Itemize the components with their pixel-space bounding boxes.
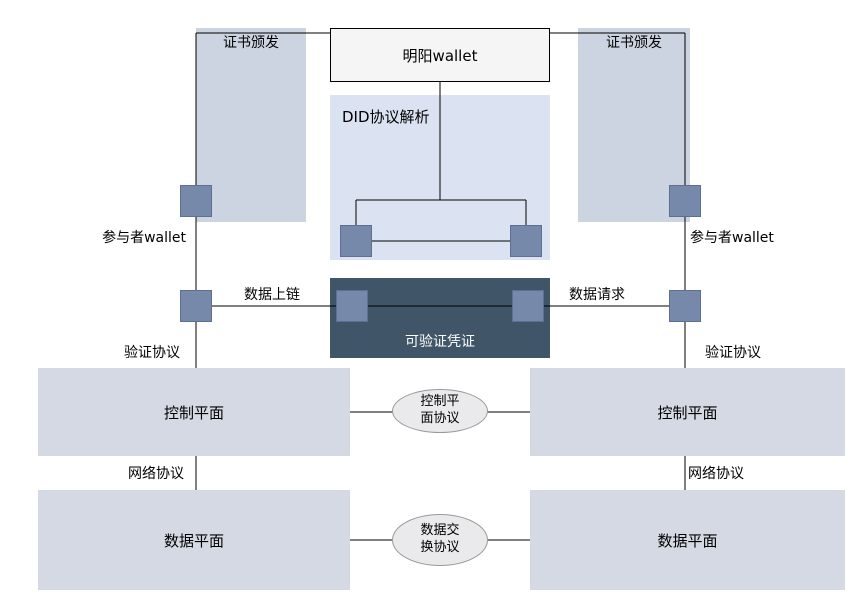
did-resolution-label: DID协议解析 [342, 108, 430, 126]
did-node-left [340, 225, 372, 257]
control-plane-right-box: 控制平面 [530, 368, 845, 456]
issuer-panel-left [196, 28, 306, 222]
participant-node-right [669, 185, 701, 217]
data-plane-right-label: 数据平面 [657, 531, 718, 550]
vc-node-left [336, 290, 368, 322]
verify-node-left [180, 290, 212, 322]
participant-wallet-right-label: 参与者wallet [690, 230, 774, 246]
control-plane-left-label: 控制平面 [163, 403, 224, 422]
mingyang-wallet-label: 明阳wallet [402, 46, 478, 65]
participant-wallet-left-label: 参与者wallet [102, 230, 186, 246]
cert-issuance-left-label: 证书颁发 [223, 35, 279, 51]
data-request-label: 数据请求 [569, 287, 625, 303]
verify-node-right [669, 290, 701, 322]
vc-node-right [512, 290, 544, 322]
participant-node-left [180, 185, 212, 217]
data-onchain-label: 数据上链 [244, 287, 300, 303]
data-exchange-protocol-label: 数据交换协议 [420, 523, 460, 555]
data-plane-left-label: 数据平面 [163, 531, 224, 550]
verify-protocol-right-label: 验证协议 [705, 345, 761, 361]
control-plane-protocol-ellipse: 控制平面协议 [392, 389, 488, 433]
did-node-right [510, 225, 542, 257]
data-plane-left-box: 数据平面 [38, 490, 350, 590]
verify-protocol-left-label: 验证协议 [124, 345, 180, 361]
control-plane-right-label: 控制平面 [657, 403, 718, 422]
verifiable-credential-label: 可验证凭证 [405, 334, 475, 350]
network-protocol-right-label: 网络协议 [688, 466, 744, 482]
control-plane-left-box: 控制平面 [38, 368, 350, 456]
mingyang-wallet-box: 明阳wallet [330, 28, 550, 82]
control-plane-protocol-label: 控制平面协议 [420, 394, 460, 426]
cert-issuance-right-label: 证书颁发 [606, 35, 662, 51]
data-plane-right-box: 数据平面 [530, 490, 845, 590]
network-protocol-left-label: 网络协议 [128, 466, 184, 482]
data-exchange-protocol-ellipse: 数据交换协议 [392, 514, 488, 566]
